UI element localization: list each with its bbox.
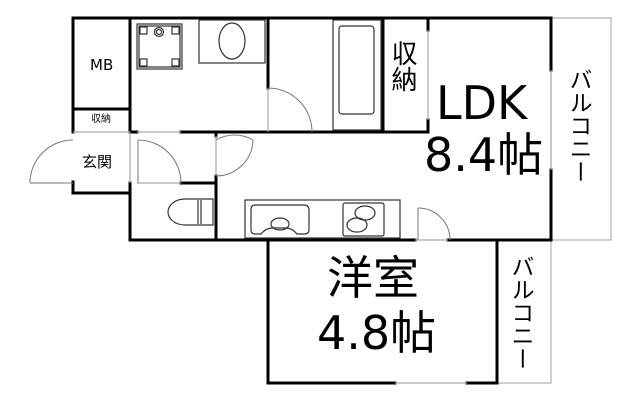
door-swings: [29, 87, 451, 241]
entrance-label: 玄関: [82, 153, 113, 171]
toilet-icon: [167, 198, 214, 226]
storage-closet-label: 収納: [387, 40, 417, 92]
balcony-2-label: バルコニー: [507, 255, 533, 370]
kitchen-sink-icon: [250, 204, 310, 235]
western-room-size: 4.8帖: [317, 306, 437, 360]
window-lines: [73, 30, 552, 384]
kitchen-counter: [244, 199, 401, 239]
bathtub-icon: [332, 19, 382, 131]
walls: [71, 16, 553, 385]
storage-small-label: 収納: [91, 114, 111, 125]
stove-icon: [342, 202, 385, 237]
western-room-label: 洋室: [327, 251, 419, 305]
washbasin-icon: [198, 19, 266, 64]
ldk-size: 8.4帖: [424, 128, 544, 182]
washing-machine-pan-icon: [136, 23, 183, 70]
ldk-label: LDK: [436, 76, 528, 130]
mb-label: MB: [90, 56, 114, 74]
balcony-1-label: バルコニー: [565, 68, 591, 183]
